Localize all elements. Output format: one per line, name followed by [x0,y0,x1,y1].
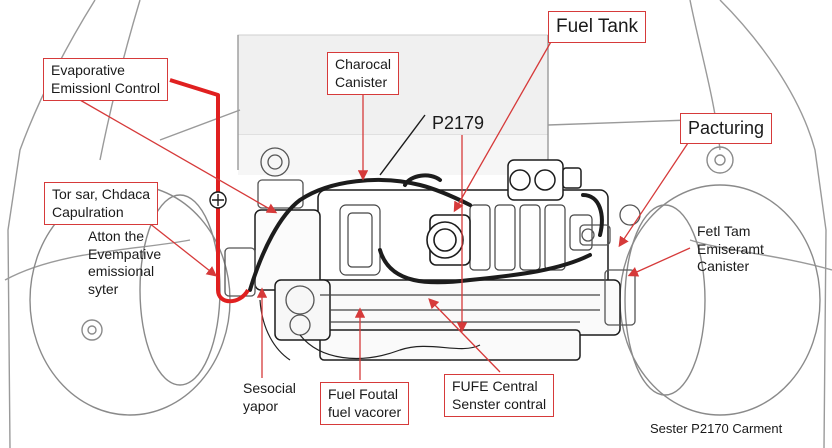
fuel-tank-text: Fuel Tank [556,16,639,37]
tank-base [319,329,581,361]
pactuning-text: Pacturing [688,118,765,138]
callout-leaders [79,39,691,380]
fetl-tam-line-3: Canister [697,258,750,274]
red-evap-line [169,78,250,304]
fetl-tam-label: Fetl Tam Emiseramt Canister [697,223,764,276]
evap-control-label: Evaporative Emissionl Control [43,58,168,101]
leader-evap-control [79,99,278,214]
background-panel-lower [238,135,548,175]
atton-line-2: Evempative [88,245,162,262]
leader-fufe-central [428,298,501,373]
tor-sar-label: Tor sar, Chdaca Capulration [44,182,159,225]
footer-caption: Sester P2170 Carment [650,421,782,437]
charcoal-line-2: Canister [335,73,388,90]
atton-line-3: emissional [88,263,155,279]
evap-line-1: Evaporative [51,62,125,78]
charcoal-line-1: Charocal [335,56,392,72]
tor-sar-line-2: Capulration [52,203,124,220]
vehicle-body-outline [4,0,832,448]
sesocial-line-2: yapor [243,397,279,414]
tank-lower-block [299,279,621,336]
footer-text: Sester P2170 Carment [650,421,783,436]
fuel-foutal-line-1: Fuel Foutal [328,386,399,402]
p2179-text: P2179 [432,113,485,133]
fetl-tam-line-1: Fetl Tam [697,223,751,239]
leader-fuel-tank [453,39,553,213]
atton-line-4: syter [88,280,119,297]
tor-sar-line-1: Tor sar, Chdaca [52,186,151,202]
sesocial-label: Sesocial yapor [243,380,296,415]
leader-p2179-line [379,114,426,176]
leader-pactuning [618,139,691,248]
pactuning-label: Pacturing [680,113,773,144]
leader-fetl-tam [627,247,691,277]
fetl-tam-line-2: Emiseramt [697,240,764,257]
fuel-foutal-line-2: fuel vacorer [328,403,402,420]
fuel-pump [426,214,471,266]
fufe-central-label: FUFE Central Senster contral [444,374,555,417]
right-wheel [619,146,821,416]
fufe-central-line-1: FUFE Central [452,378,538,394]
evap-line-2: Emissionl Control [51,79,160,96]
charcoal-canister-label: Charocal Canister [327,52,400,95]
evap-hoses [248,173,604,292]
thin-wires [259,299,481,361]
fuel-foutal-label: Fuel Foutal fuel vacorer [320,382,410,425]
atton-line-1: Atton the [88,228,145,244]
sesocial-line-1: Sesocial [243,380,296,396]
p2179-label: P2179 [432,112,484,135]
fufe-central-line-2: Senster contral [452,395,547,412]
atton-label: Atton the Evempative emissional syter [88,228,161,298]
charcoal-canister-sensor [507,159,582,201]
fuel-tank-label: Fuel Tank [548,11,647,43]
